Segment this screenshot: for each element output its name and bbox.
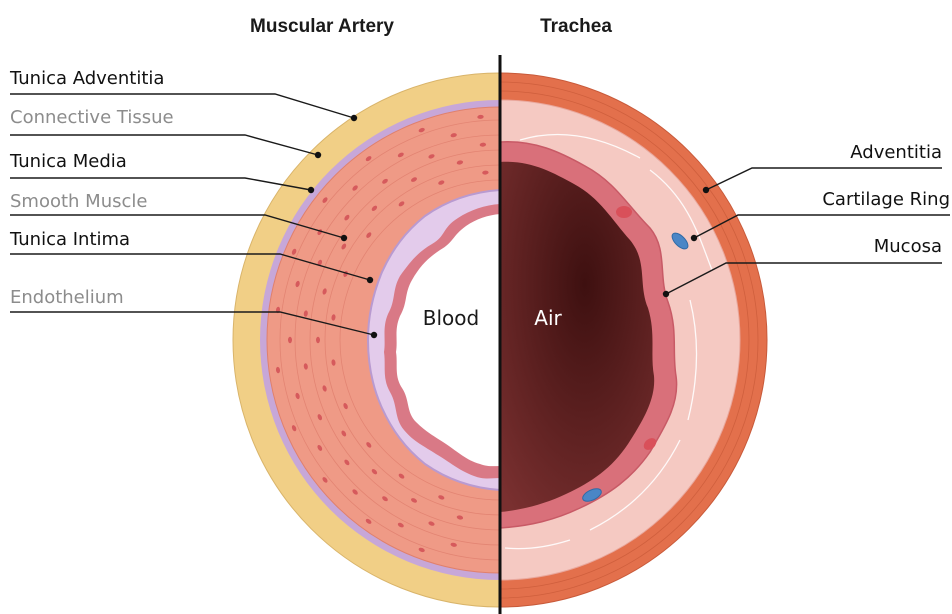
label-connective-tissue: Connective Tissue bbox=[10, 107, 174, 128]
label-cartilage-ring: Cartilage Ring bbox=[822, 189, 950, 210]
label-endothelium: Endothelium bbox=[10, 287, 124, 308]
lumen-label-blood: Blood bbox=[423, 306, 479, 330]
leader-tunica-media bbox=[10, 178, 311, 190]
pointer-endothelium bbox=[371, 332, 377, 338]
muscle-nucleus bbox=[288, 337, 292, 343]
label-mucosa: Mucosa bbox=[874, 236, 942, 257]
label-adventitia: Adventitia bbox=[850, 142, 942, 163]
label-smooth-muscle: Smooth Muscle bbox=[10, 191, 147, 212]
pointer-tunica-media bbox=[308, 187, 314, 193]
label-tunica-adventitia: Tunica Adventitia bbox=[9, 68, 164, 89]
pointer-connective-tissue bbox=[315, 152, 321, 158]
muscle-nucleus bbox=[316, 337, 320, 343]
lumen-label-air: Air bbox=[534, 306, 562, 330]
header-trachea: Trachea bbox=[540, 16, 612, 37]
pointer-tunica-adventitia bbox=[351, 115, 357, 121]
leader-adventitia bbox=[706, 168, 942, 190]
header-muscular-artery: Muscular Artery bbox=[250, 16, 394, 37]
pointer-mucosa bbox=[663, 291, 669, 297]
pointer-cartilage-ring bbox=[691, 235, 697, 241]
label-tunica-media: Tunica Media bbox=[9, 151, 127, 172]
label-tunica-intima: Tunica Intima bbox=[9, 229, 130, 250]
pointer-adventitia bbox=[703, 187, 709, 193]
pointer-smooth-muscle bbox=[341, 235, 347, 241]
pointer-tunica-intima bbox=[367, 277, 373, 283]
